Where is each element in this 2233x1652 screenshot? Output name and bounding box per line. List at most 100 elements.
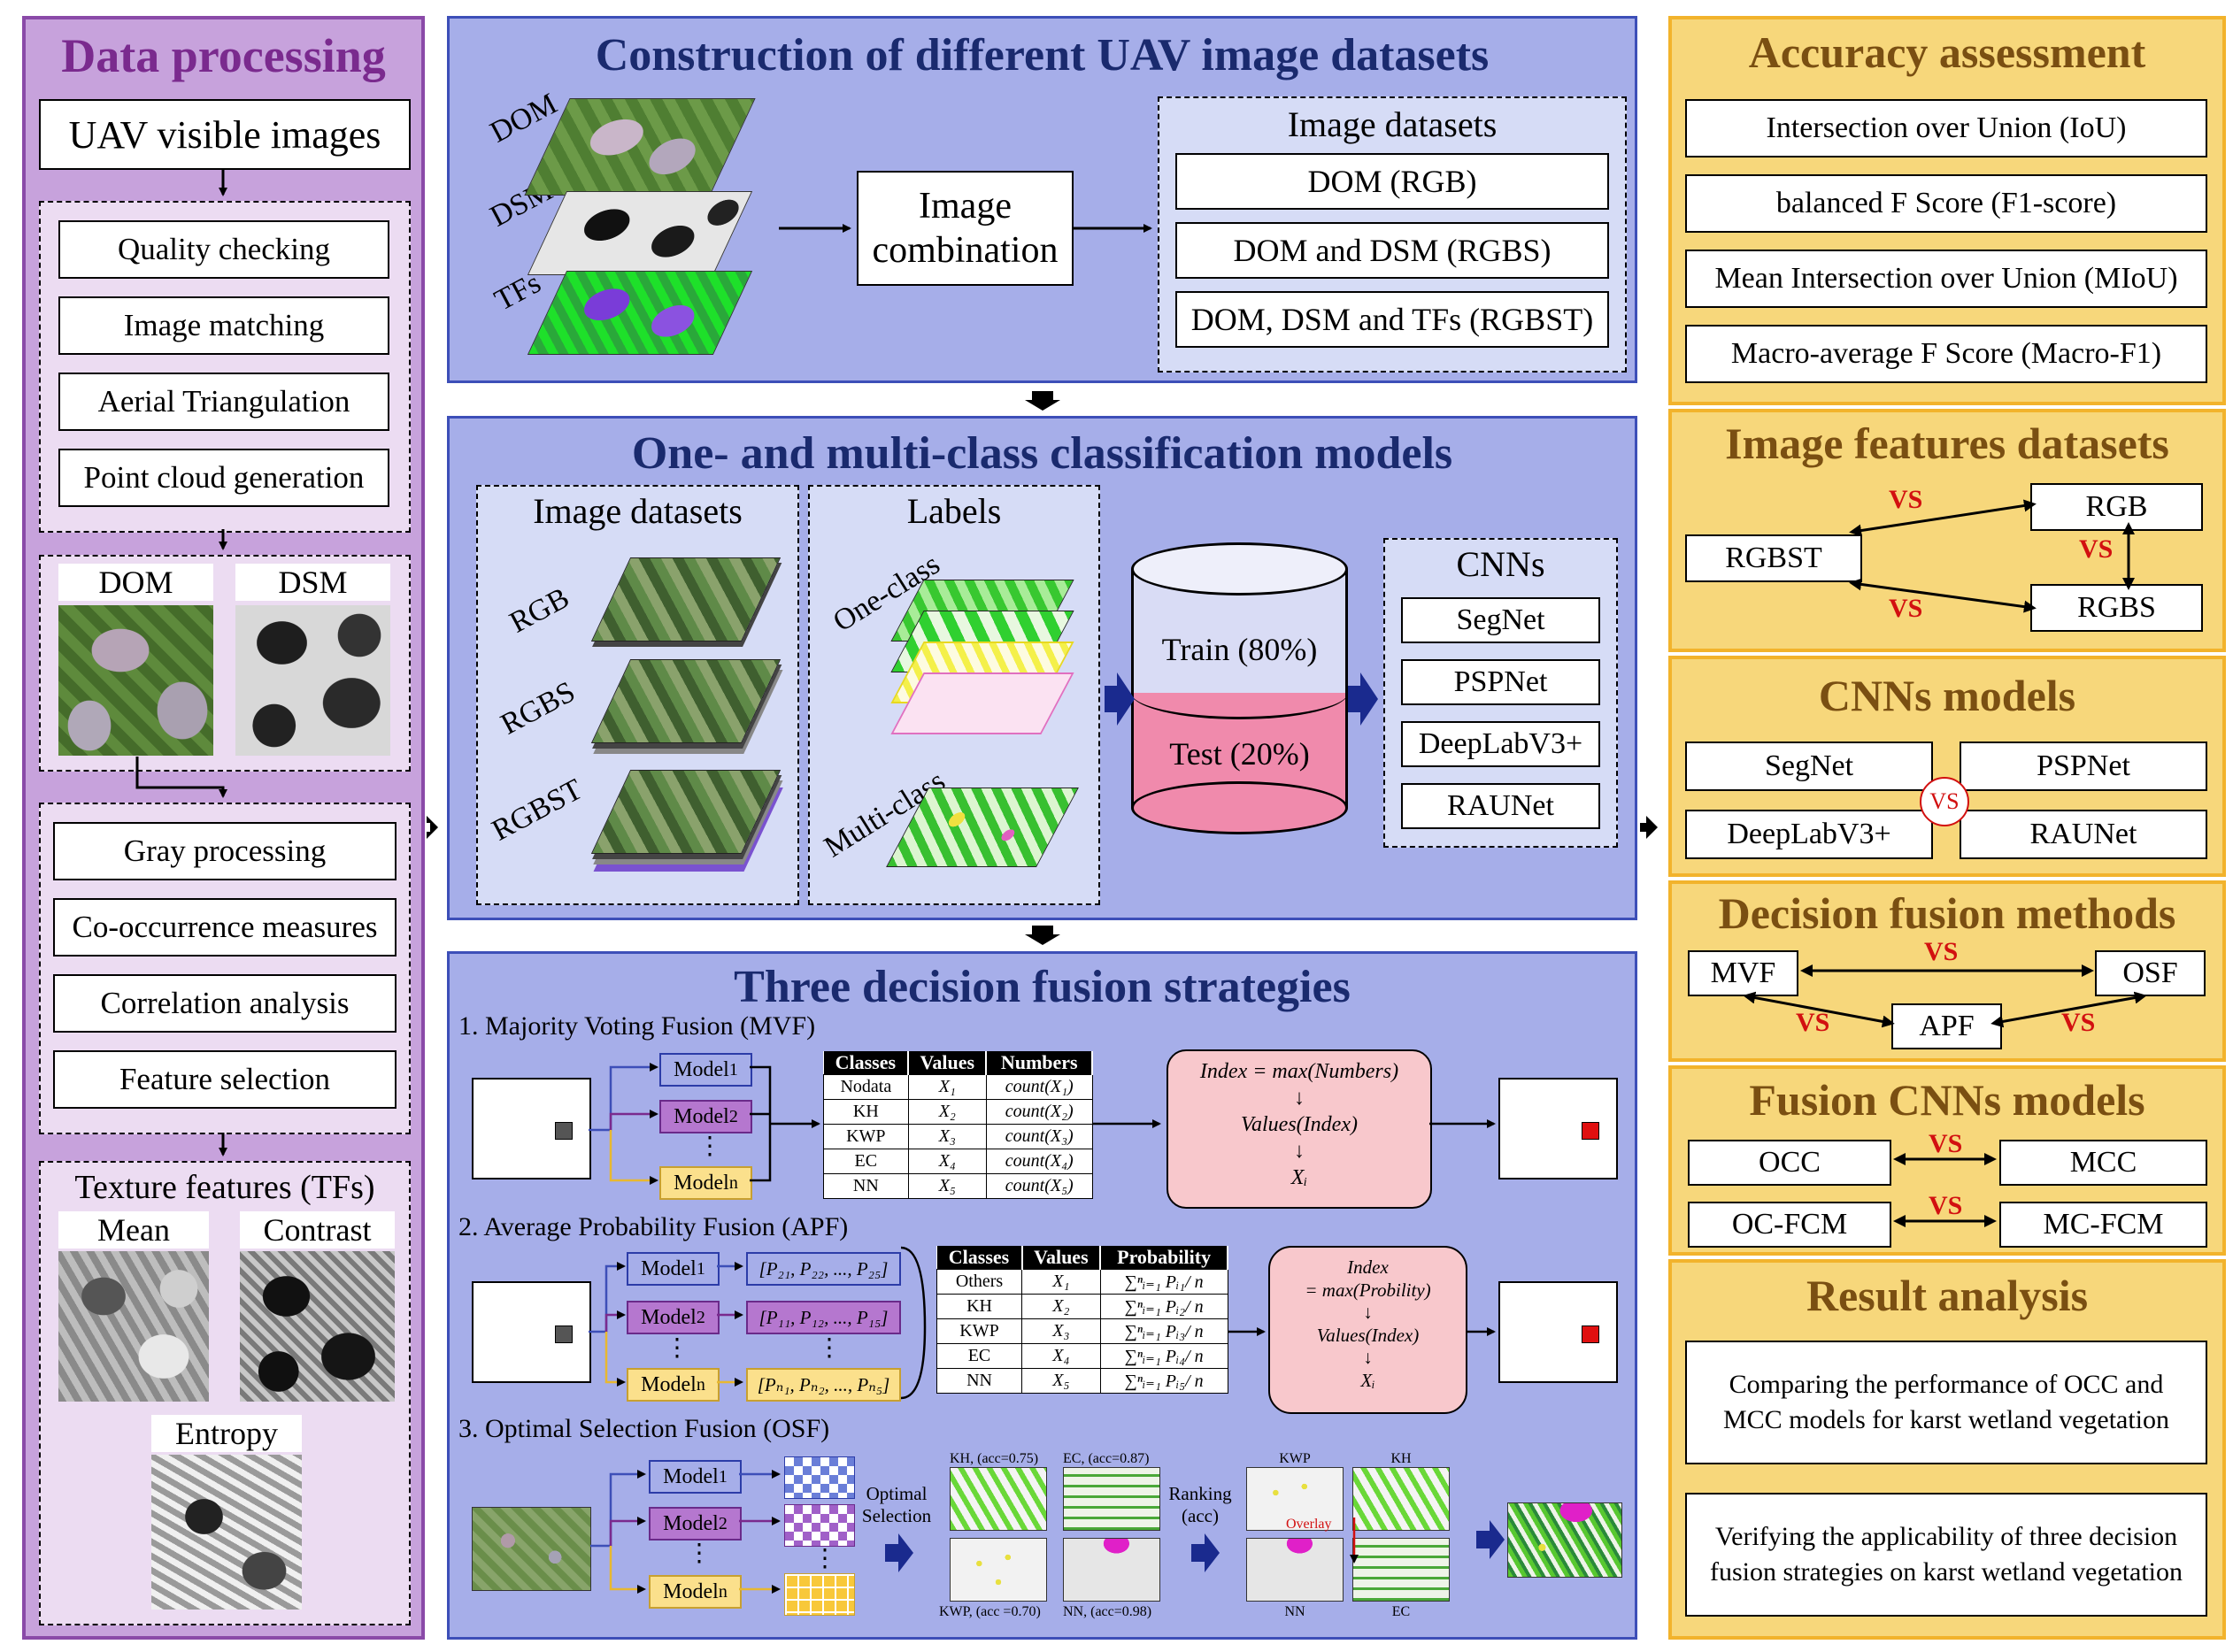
- tf-entropy-thumbnail: [151, 1455, 302, 1610]
- cnnm-pspnet: PSPNet: [1960, 741, 2207, 791]
- osf-model-1-sub: 1: [718, 1466, 728, 1487]
- layer-dsm-image: [527, 191, 753, 275]
- osf-pattern-1: [784, 1456, 855, 1499]
- step-gray-processing: Gray processing: [53, 822, 397, 880]
- apf-cell: NN: [936, 1368, 1023, 1394]
- fcnn-mcc: MCC: [1999, 1140, 2207, 1186]
- df-vs-2: VS: [1796, 1008, 1830, 1037]
- step-image-matching: Image matching: [58, 296, 389, 355]
- cnns-models-panel: CNNs models SegNet PSPNet DeepLabV3+ RAU…: [1668, 656, 2226, 877]
- feat-rgbs: RGBS: [2030, 584, 2203, 632]
- step-feature-selection: Feature selection: [53, 1050, 397, 1109]
- osf-ec-map: [1063, 1467, 1160, 1531]
- mvf-model-n-sub: n: [728, 1172, 738, 1193]
- mvf-table-header: Classes Values Numbers: [823, 1051, 1093, 1075]
- df-vs-1: VS: [1924, 937, 1959, 966]
- mvf-input-pixel: [555, 1122, 573, 1140]
- labels-title: Labels: [906, 491, 1002, 531]
- dom-thumbnail: [58, 605, 213, 756]
- mvf-cell: KH: [823, 1099, 909, 1125]
- mvf-model-1-sub: 1: [728, 1059, 738, 1080]
- test-label: Test (20%): [1169, 736, 1310, 772]
- osf-ec-label: EC, (acc=0.87): [1063, 1451, 1150, 1466]
- labels-group: Labels One-class Multi-class: [808, 485, 1100, 905]
- result-analysis-panel: Result analysis Comparing the performanc…: [1668, 1259, 2226, 1640]
- apf-cell: X₂: [1021, 1294, 1101, 1319]
- apf-formula-line: Values(Index): [1316, 1324, 1420, 1346]
- osf-pattern-n: [784, 1573, 855, 1616]
- cnnm-segnet: SegNet: [1685, 741, 1933, 791]
- osf-model-n-label: Model: [663, 1579, 719, 1603]
- apf-title: 2. Average Probability Fusion (APF): [458, 1212, 849, 1241]
- mvf-formula-line: Values(Index): [1241, 1113, 1358, 1136]
- mvf-cell: count(X₁): [985, 1074, 1093, 1100]
- dom-dsm-group: DOM DSM: [39, 555, 411, 772]
- cnn-pspnet: PSPNet: [1401, 659, 1600, 705]
- data-processing-panel: Data processing UAV visible images Quali…: [22, 16, 425, 1640]
- cnns-group: CNNs SegNet PSPNet DeepLabV3+ RAUNet: [1383, 538, 1618, 848]
- osf-rank-ec-label: EC: [1391, 1604, 1411, 1619]
- osf-pattern-dots: ⋮: [812, 1545, 837, 1572]
- apf-cell: ∑ⁿᵢ₌₁ Pᵢ₂/ n: [1099, 1294, 1228, 1319]
- mvf-cell: count(X₅): [985, 1173, 1093, 1199]
- imgds-rgbst-stack: [590, 770, 782, 854]
- mvf-cell: X₁: [907, 1074, 987, 1100]
- fcnn-vs-2: VS: [1929, 1191, 1963, 1220]
- apf-header-classes: Classes: [936, 1246, 1023, 1270]
- uav-images-box: UAV visible images: [39, 99, 411, 170]
- apf-formula-line: ↓: [1363, 1347, 1373, 1369]
- imgds-rgbs-stack: [590, 659, 782, 743]
- feat-vs-3: VS: [1889, 594, 1923, 623]
- cnns-models-title: CNNs models: [1818, 671, 2076, 720]
- apf-output-image: [1498, 1281, 1618, 1383]
- apf-prob-1: [P₂₁, P₂₂, ..., P₂₅]: [746, 1252, 901, 1286]
- fcnn-mcfcm: MC-FCM: [1999, 1202, 2207, 1248]
- mvf-model-2-sub: 2: [728, 1106, 738, 1126]
- osf-kwp-label: KWP, (acc =0.70): [939, 1604, 1041, 1619]
- osf-title: 3. Optimal Selection Fusion (OSF): [458, 1414, 830, 1443]
- apf-cell: ∑ⁿᵢ₌₁ Pᵢ₄/ n: [1099, 1343, 1228, 1369]
- osf-rank-kwp-map: [1246, 1467, 1344, 1531]
- apf-cell: ∑ⁿᵢ₌₁ Pᵢ₁/ n: [1099, 1269, 1228, 1295]
- acc-miou: Mean Intersection over Union (MIoU): [1685, 250, 2207, 308]
- osf-input-image: [472, 1507, 591, 1591]
- texture-features-group: Texture features (TFs) Mean Contrast Ent…: [39, 1161, 411, 1625]
- apf-model-2-sub: 2: [696, 1307, 705, 1327]
- texture-steps-group: Gray processing Co-occurrence measures C…: [39, 803, 411, 1134]
- osf-kh-label: KH, (acc=0.75): [950, 1451, 1039, 1466]
- osf-dots: ⋮: [687, 1540, 712, 1567]
- osf-model-2-label: Model: [663, 1511, 719, 1535]
- apf-model-n-sub: n: [696, 1374, 705, 1395]
- fcnn-occ: OCC: [1688, 1140, 1891, 1186]
- accuracy-title: Accuracy assessment: [1748, 27, 2146, 77]
- osf-kwp-map: [950, 1538, 1047, 1602]
- cnn-segnet: SegNet: [1401, 597, 1600, 643]
- mvf-cell: count(X₄): [985, 1149, 1093, 1174]
- mvf-formula-line: Index = max(Numbers): [1199, 1060, 1399, 1083]
- apf-formula-line: ↓: [1363, 1302, 1373, 1324]
- fusion-title: Three decision fusion strategies: [734, 962, 1351, 1012]
- mvf-formula-box: Index = max(Numbers) ↓ Values(Index) ↓ X…: [1167, 1049, 1432, 1209]
- tf-contrast-thumbnail: [240, 1251, 395, 1402]
- apf-cell: EC: [936, 1343, 1023, 1369]
- tf-mean-label: Mean: [58, 1211, 209, 1249]
- image-datasets-group: Image datasets DOM (RGB) DOM and DSM (RG…: [1158, 96, 1627, 373]
- dataset-dom-rgb: DOM (RGB): [1175, 153, 1609, 210]
- mvf-output-image: [1498, 1078, 1618, 1179]
- construction-panel: Construction of different UAV image data…: [447, 16, 1637, 383]
- osf-nn-label: NN, (acc=0.98): [1063, 1604, 1152, 1619]
- step-aerial-triangulation: Aerial Triangulation: [58, 373, 389, 431]
- mvf-cell: X₅: [907, 1173, 987, 1199]
- apf-cell: X₁: [1021, 1269, 1101, 1295]
- decision-fusion-panel: Decision fusion methods MVF OSF APF VS V…: [1668, 880, 2226, 1062]
- tf-entropy-label: Entropy: [151, 1415, 302, 1452]
